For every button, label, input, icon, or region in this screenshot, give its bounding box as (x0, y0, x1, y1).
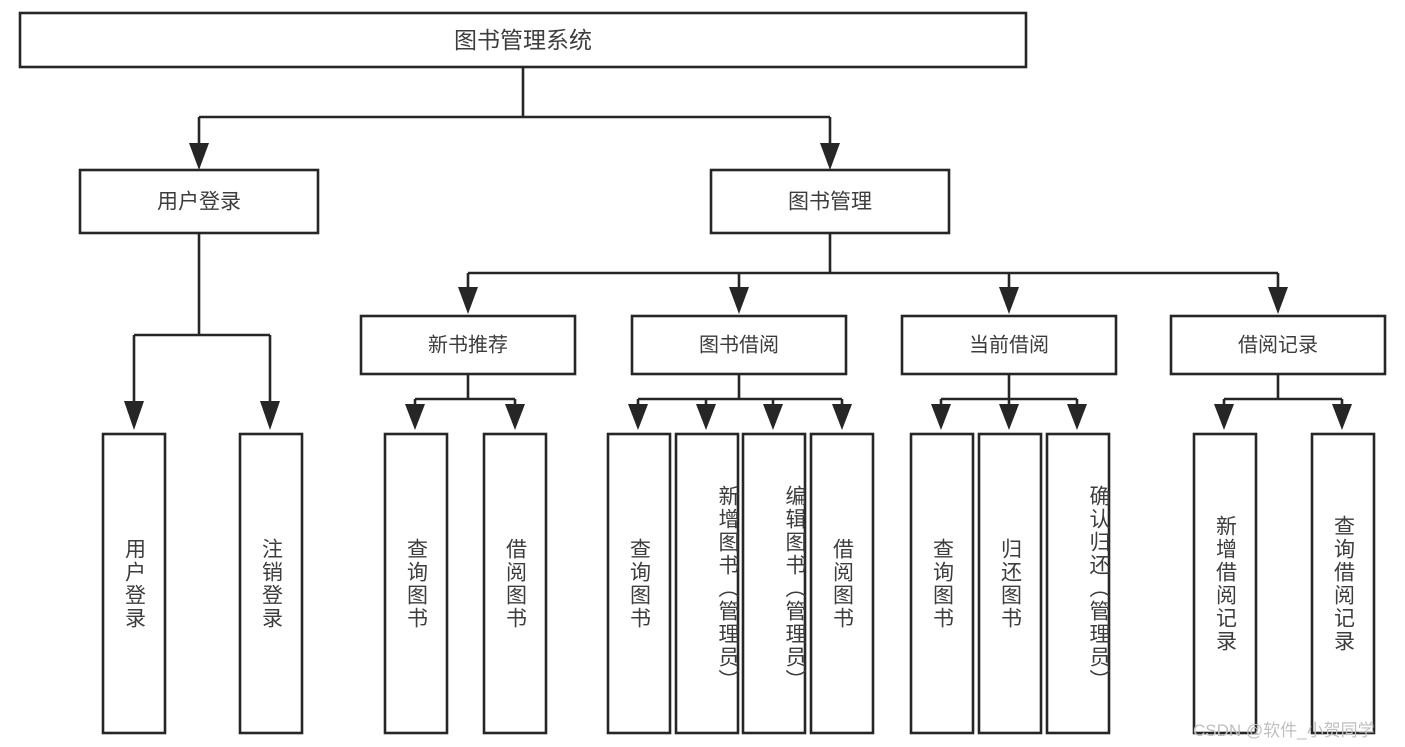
arrowhead-leaf-borrow-book-1 (505, 404, 525, 430)
arrowhead-to-user-login (189, 143, 209, 170)
leaf-box-add-book[interactable] (674, 432, 740, 735)
arrowhead-leaf-query-record (1332, 404, 1352, 430)
arrowhead-leaf-add-book (696, 404, 716, 430)
node-root-label: 图书管理系统 (454, 27, 592, 53)
node-book-borrow-label: 图书借阅 (699, 333, 779, 356)
leaf-box-borrow-book-2[interactable] (809, 432, 875, 735)
node-new-book-label: 新书推荐 (428, 333, 508, 356)
arrowhead-leaf-borrow-book-2 (832, 404, 852, 430)
arrowhead-to-book-borrow (729, 287, 749, 314)
arrowhead-leaf-add-record (1214, 404, 1234, 430)
connector-book-borrow-to-leaves (636, 374, 844, 407)
arrowhead-leaf-query-book-2 (628, 404, 648, 430)
connector-root-to-level1 (197, 67, 832, 146)
connector-current-borrow-to-leaves (939, 374, 1079, 407)
arrowhead-leaf-logout (260, 401, 280, 430)
leaf-box-add-record[interactable] (1192, 432, 1258, 735)
connector-book-manage-to-level2 (466, 233, 1280, 290)
node-root-box[interactable] (18, 11, 1028, 69)
leaf-box-borrow-book-1[interactable] (482, 432, 548, 735)
node-current-borrow-label: 当前借阅 (969, 333, 1049, 356)
arrowhead-leaf-user-login (124, 401, 144, 430)
node-new-book-box[interactable] (359, 314, 577, 376)
node-borrow-record-label: 借阅记录 (1238, 333, 1318, 356)
leaf-box-return-book[interactable] (977, 432, 1043, 735)
connector-user-login-to-leaves (132, 233, 272, 404)
arrowhead-to-current-borrow (999, 287, 1019, 314)
leaf-box-edit-book[interactable] (741, 432, 807, 735)
leaf-box-logout[interactable] (238, 432, 304, 735)
node-user-login-label: 用户登录 (157, 191, 241, 214)
arrowhead-to-book-manage (820, 143, 840, 170)
leaf-box-query-book-3[interactable] (909, 432, 975, 735)
arrowhead-leaf-edit-book (763, 404, 783, 430)
leaf-box-user-login[interactable] (101, 432, 167, 735)
leaf-box-query-record[interactable] (1310, 432, 1376, 735)
arrowhead-to-borrow-record (1268, 287, 1288, 314)
arrowhead-leaf-confirm-return (1067, 404, 1087, 430)
connector-new-book-to-leaves (413, 374, 517, 407)
arrowhead-leaf-return-book (999, 404, 1019, 430)
watermark-text: CSDN @软件_小贺同学 (1193, 721, 1375, 740)
arrowhead-to-new-book (458, 287, 478, 314)
leaf-box-query-book-1[interactable] (383, 432, 449, 735)
arrowhead-leaf-query-book-3 (931, 404, 951, 430)
leaf-box-query-book-2[interactable] (606, 432, 672, 735)
arrowhead-leaf-query-book-1 (405, 404, 425, 430)
node-current-borrow-box[interactable] (900, 314, 1118, 376)
connector-borrow-record-to-leaves (1222, 374, 1344, 407)
node-user-login-box[interactable] (78, 168, 320, 235)
node-book-manage-label: 图书管理 (788, 191, 872, 214)
leaf-box-confirm-return[interactable] (1045, 432, 1111, 735)
